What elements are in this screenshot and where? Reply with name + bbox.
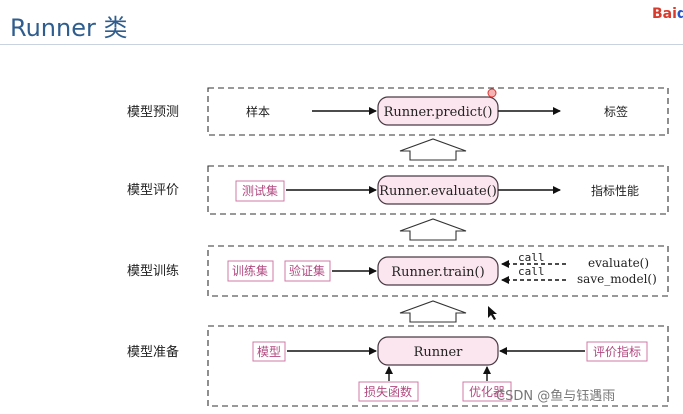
stage-label-predict: 模型预测 <box>127 105 179 120</box>
cursor-dot-icon <box>487 88 497 98</box>
call-target-evaluate: evaluate() <box>588 256 649 270</box>
stage-label-prepare: 模型准备 <box>127 344 179 360</box>
stage-box-predict <box>207 87 669 136</box>
evaluate-input-tag <box>235 180 285 202</box>
page-title: Runner 类 <box>10 14 128 42</box>
stage-label-train: 模型训练 <box>127 264 179 279</box>
runner-train-node <box>377 256 499 286</box>
loss-function-tag <box>358 381 419 402</box>
train-set-label: 训练集 <box>232 263 268 278</box>
optimizer-tag <box>462 381 512 402</box>
stage-box-prepare <box>207 325 669 407</box>
runner-predict-label: Runner.predict() <box>384 105 493 120</box>
mouse-cursor-icon <box>488 306 497 320</box>
metric-tag <box>586 341 648 362</box>
runner-node <box>377 336 499 366</box>
optimizer-label: 优化器 <box>469 385 505 399</box>
title-divider <box>0 44 683 45</box>
runner-evaluate-label: Runner.evaluate() <box>379 184 497 199</box>
runner-label: Runner <box>414 345 464 360</box>
validation-set-tag <box>284 260 331 282</box>
loss-function-label: 损失函数 <box>364 384 412 399</box>
stage-box-evaluate <box>207 165 669 215</box>
model-tag <box>252 341 286 362</box>
csdn-watermark: CSDN @鱼与钰遇雨 <box>496 388 615 404</box>
flow-up-arrow-icon <box>399 218 467 241</box>
baidu-logo: Baid <box>652 6 683 22</box>
call-label-evaluate: call <box>518 251 545 264</box>
stage-box-train <box>207 245 669 297</box>
evaluate-input-label: 测试集 <box>242 183 278 198</box>
runner-train-label: Runner.train() <box>391 265 484 280</box>
train-set-tag <box>227 260 274 282</box>
call-target-save: save_model() <box>577 272 657 286</box>
call-label-save: call <box>518 265 545 278</box>
validation-set-label: 验证集 <box>289 263 325 278</box>
predict-output-label: 标签 <box>604 104 628 119</box>
evaluate-output-label: 指标性能 <box>591 183 639 198</box>
flow-up-arrow-icon <box>399 300 467 323</box>
model-label: 模型 <box>257 345 281 359</box>
flow-up-arrow-icon <box>399 138 467 161</box>
predict-input-label: 样本 <box>246 104 270 119</box>
stage-label-evaluate: 模型评价 <box>127 183 179 198</box>
title-bar: Runner 类 Baid <box>0 0 683 46</box>
metric-label: 评价指标 <box>593 344 641 359</box>
